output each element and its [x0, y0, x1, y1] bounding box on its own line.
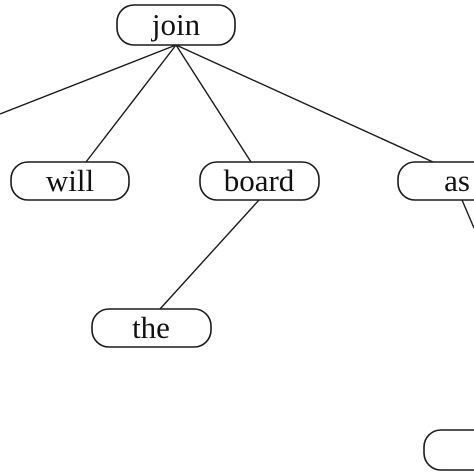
node-as-box	[397, 161, 474, 201]
edge-board-the	[159, 199, 260, 310]
node-will-label: will	[46, 163, 94, 198]
node-as-label: as	[444, 163, 470, 198]
node-as: as	[397, 161, 474, 201]
node-join-label: join	[151, 7, 201, 42]
node-will: will	[10, 161, 130, 201]
node-the-box	[91, 308, 212, 348]
node-join-box	[116, 4, 236, 46]
node-cut-bottom-right	[423, 429, 474, 471]
node-board-label: board	[224, 163, 295, 198]
edge-join-will	[85, 44, 177, 163]
node-the: the	[91, 308, 212, 348]
node-will-box	[10, 161, 130, 201]
edge-join-as	[175, 44, 434, 163]
node-board: board	[199, 161, 320, 201]
edge-join-offscreen-left	[0, 44, 177, 115]
node-the-label: the	[132, 310, 170, 345]
node-board-box	[199, 161, 320, 201]
node-join: join	[116, 4, 236, 46]
edge-as-offscreen-right	[461, 199, 474, 229]
node-cut-bottom-right-box	[423, 429, 474, 471]
edge-join-board	[175, 44, 252, 163]
edges	[0, 44, 474, 310]
